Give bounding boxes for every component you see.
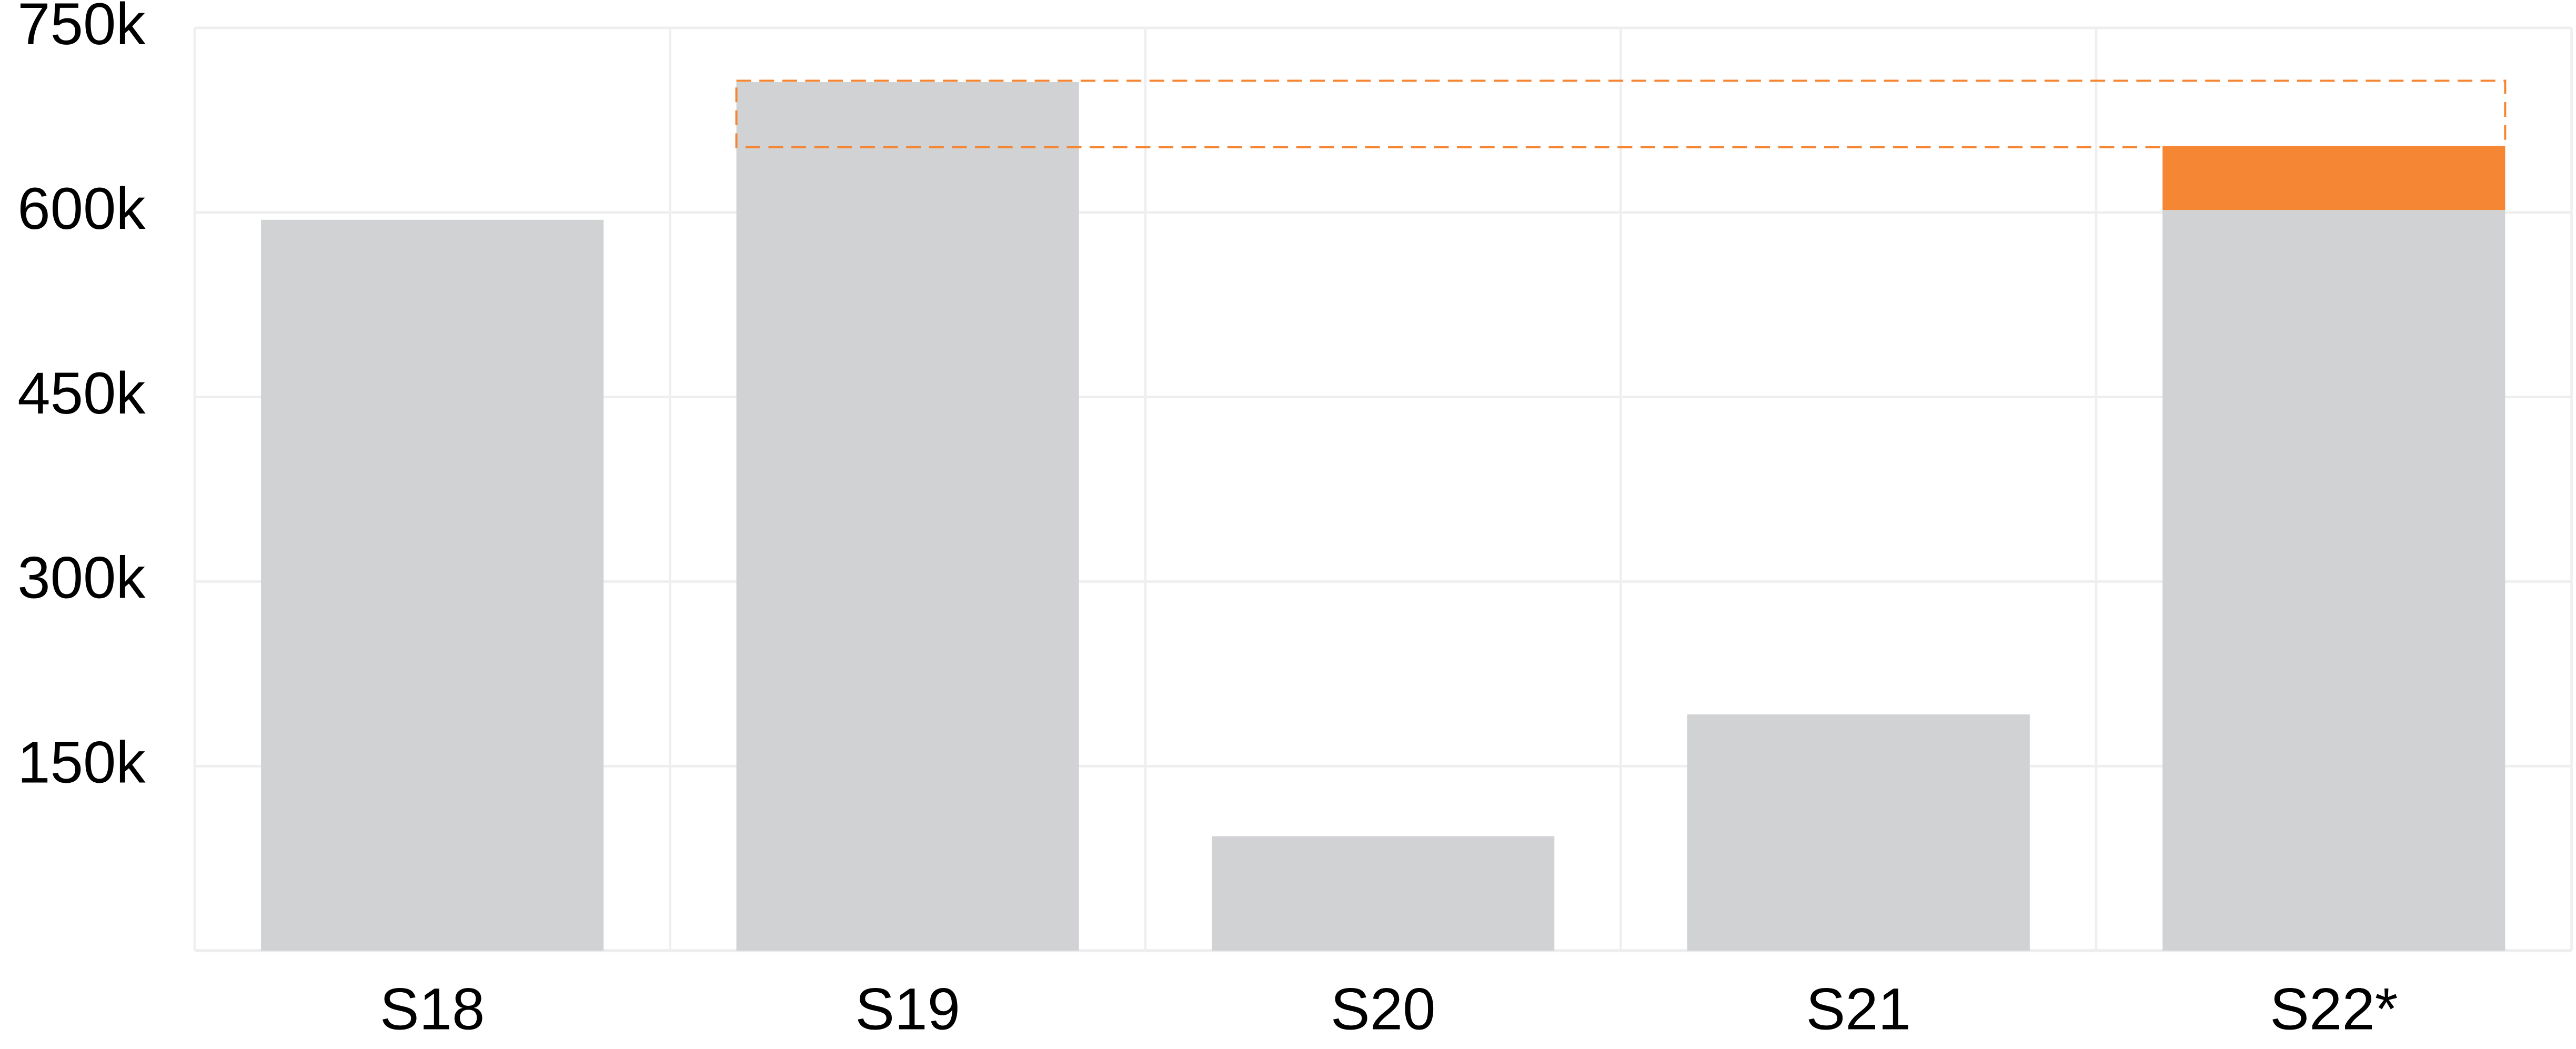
y-tick-label: 300k	[17, 544, 146, 611]
y-tick-label: 150k	[17, 729, 146, 795]
dashed-range-box	[735, 79, 2507, 148]
y-tick-label: 750k	[17, 0, 146, 57]
bar-base-s21	[1687, 714, 2030, 951]
x-tick-label: S21	[1806, 976, 1911, 1042]
bar-increment-s22	[2162, 146, 2505, 210]
bar-base-s18	[261, 219, 604, 951]
x-tick-label: S20	[1331, 976, 1436, 1042]
x-tick-label: S18	[380, 976, 485, 1042]
x-tick-label: S22*	[2270, 976, 2398, 1042]
annotations	[735, 79, 2507, 148]
bars	[261, 82, 2505, 951]
bar-base-s20	[1212, 836, 1555, 951]
y-tick-label: 450k	[17, 360, 146, 426]
bar-base-s19	[736, 82, 1079, 951]
y-axis-ticks: 150k 300k 450k 600k 750k	[17, 0, 146, 795]
x-tick-label: S19	[855, 976, 960, 1042]
bar-base-s22	[2162, 210, 2505, 951]
x-axis-ticks: S18 S19 S20 S21 S22*	[380, 976, 2398, 1042]
y-tick-label: 600k	[17, 175, 146, 241]
